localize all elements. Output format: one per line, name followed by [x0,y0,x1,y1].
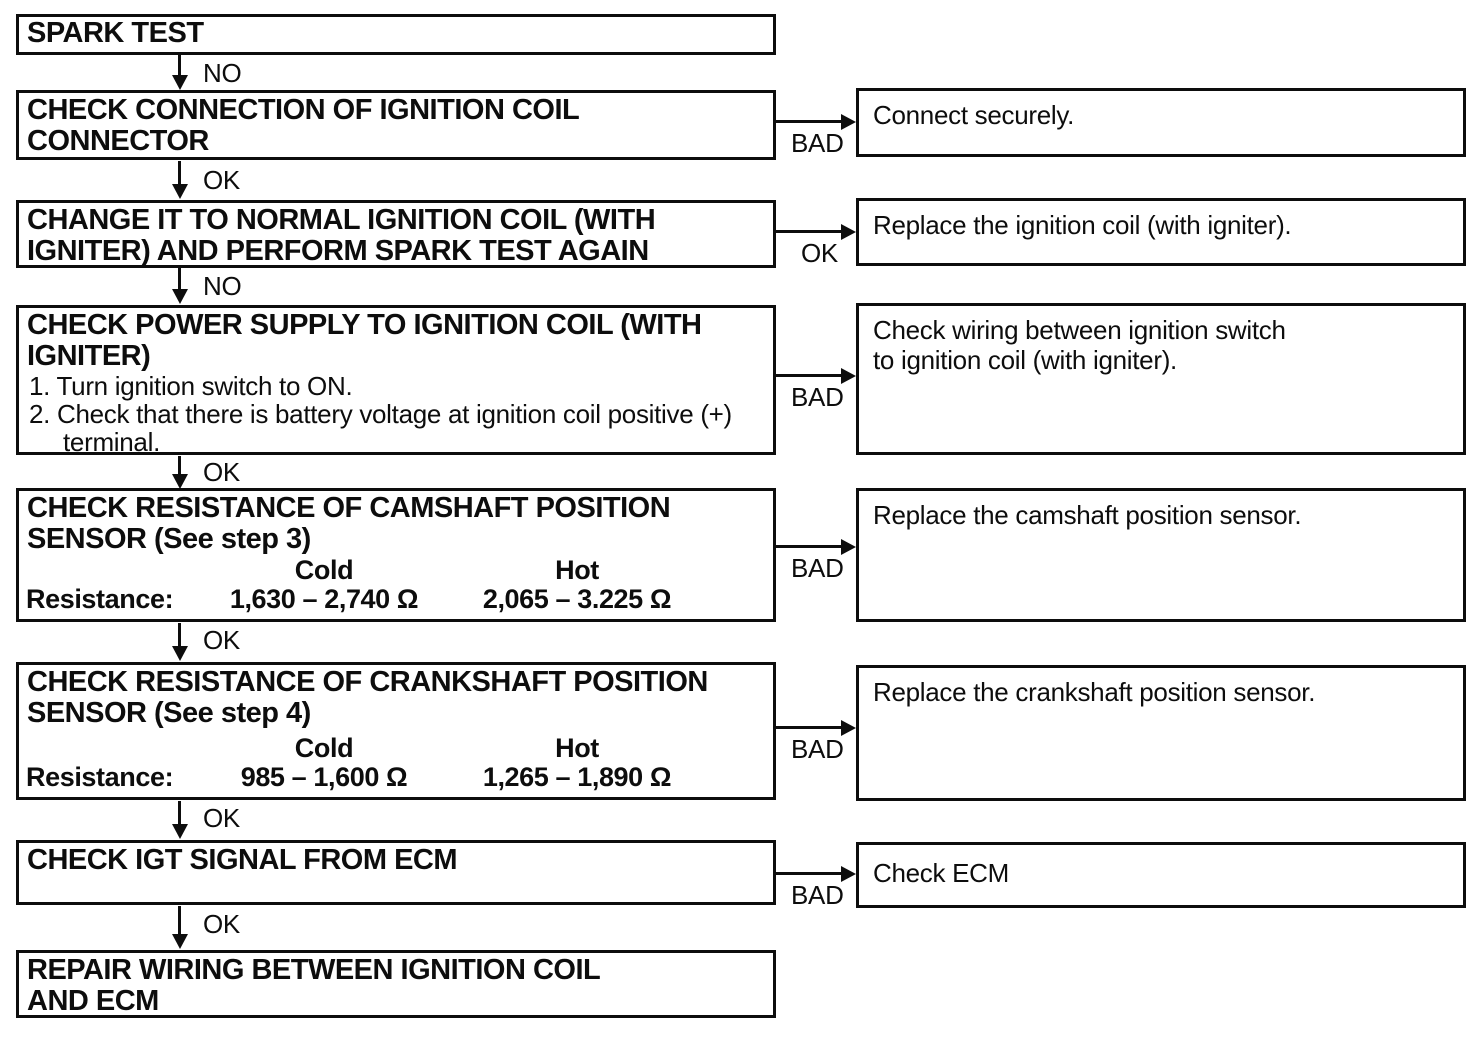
node-title: CHECK RESISTANCE OF CRANKSHAFT POSITION [27,666,708,698]
branch-line [776,120,842,123]
hot-header: Hot [555,555,599,585]
arrow-right-icon [841,224,856,240]
action-text: Replace the ignition coil (with igniter)… [873,210,1292,240]
resistance-label: Resistance: [26,762,174,792]
flow-label-ok: OK [203,165,240,195]
arrow-down-icon [172,934,188,949]
cold-header: Cold [294,733,354,763]
cold-header: Cold [294,555,354,585]
arrow-right-icon [841,114,856,130]
node-title: CHANGE IT TO NORMAL IGNITION COIL (WITH [27,204,656,236]
node-title: SENSOR (See step 3) [27,523,311,555]
node-title: CHECK RESISTANCE OF CAMSHAFT POSITION [27,492,671,524]
step-item-continuation: terminal. [63,427,160,457]
action-check-ecm: Check ECM [856,842,1466,908]
arrow-right-icon [841,866,856,882]
node-repair-wiring: REPAIR WIRING BETWEEN IGNITION COIL AND … [16,950,776,1018]
resistance-label: Resistance: [26,584,174,614]
arrow-right-icon [841,720,856,736]
node-title: REPAIR WIRING BETWEEN IGNITION COIL [27,954,601,986]
arrow-right-icon [841,539,856,555]
flow-label-ok: OK [203,457,240,487]
action-text: Replace the camshaft position sensor. [873,500,1302,530]
arrow-right-icon [841,368,856,384]
flow-label-ok: OK [203,909,240,939]
node-check-connection: CHECK CONNECTION OF IGNITION COIL CONNEC… [16,90,776,160]
branch-line [776,230,842,233]
cold-resistance-value: 985 – 1,600 Ω [240,762,408,792]
action-replace-camshaft-sensor: Replace the camshaft position sensor. [856,488,1466,622]
flow-line-down [178,161,181,186]
node-change-coil: CHANGE IT TO NORMAL IGNITION COIL (WITH … [16,200,776,268]
action-text: Replace the crankshaft position sensor. [873,677,1316,707]
arrow-down-icon [172,184,188,199]
arrow-down-icon [172,646,188,661]
step-item: 2. Check that there is battery voltage a… [29,399,732,429]
node-title: CHECK POWER SUPPLY TO IGNITION COIL (WIT… [27,309,702,341]
action-text: Connect securely. [873,100,1075,130]
branch-label-bad: BAD [791,880,844,910]
node-title: CHECK IGT SIGNAL FROM ECM [27,844,458,876]
flow-label-no: NO [203,58,242,88]
node-spark-test: SPARK TEST [16,14,776,55]
action-replace-ignition-coil: Replace the ignition coil (with igniter)… [856,198,1466,266]
branch-label-bad: BAD [791,128,844,158]
hot-header: Hot [555,733,599,763]
node-title: IGNITER) AND PERFORM SPARK TEST AGAIN [27,235,649,267]
flow-label-ok: OK [203,625,240,655]
arrow-down-icon [172,289,188,304]
branch-line [776,726,842,729]
arrow-down-icon [172,824,188,839]
action-replace-crankshaft-sensor: Replace the crankshaft position sensor. [856,665,1466,801]
node-title: AND ECM [27,985,159,1017]
flow-label-ok: OK [203,803,240,833]
branch-line [776,872,842,875]
flow-line-down [178,801,181,826]
arrow-down-icon [172,75,188,90]
action-text: Check wiring between ignition switch [873,315,1286,345]
node-title: SENSOR (See step 4) [27,697,311,729]
action-text: Check ECM [873,858,1009,888]
hot-resistance-value: 1,265 – 1,890 Ω [482,762,672,792]
cold-resistance-value: 1,630 – 2,740 Ω [229,584,419,614]
flow-line-down [178,623,181,648]
node-title: IGNITER) [27,340,151,372]
node-title: CHECK CONNECTION OF IGNITION COIL [27,94,580,126]
node-camshaft-resistance: CHECK RESISTANCE OF CAMSHAFT POSITION SE… [16,488,776,622]
flow-line-down [178,456,181,475]
flow-line-down [178,268,181,290]
action-check-wiring: Check wiring between ignition switch to … [856,303,1466,455]
flow-line-down [178,55,181,76]
branch-label-bad: BAD [791,553,844,583]
step-item: 1. Turn ignition switch to ON. [29,371,353,401]
flow-line-down [178,906,181,936]
branch-label-bad: BAD [791,382,844,412]
arrow-down-icon [172,474,188,489]
node-check-igt-signal: CHECK IGT SIGNAL FROM ECM [16,840,776,905]
hot-resistance-value: 2,065 – 3.225 Ω [482,584,672,614]
flow-label-no: NO [203,271,242,301]
node-check-power-supply: CHECK POWER SUPPLY TO IGNITION COIL (WIT… [16,305,776,457]
node-crankshaft-resistance: CHECK RESISTANCE OF CRANKSHAFT POSITION … [16,662,776,800]
branch-label-bad: BAD [791,734,844,764]
node-title: CONNECTOR [27,125,209,157]
branch-label-ok: OK [801,238,838,268]
branch-line [776,545,842,548]
node-title: SPARK TEST [27,17,204,49]
action-text: to ignition coil (with igniter). [873,345,1177,375]
branch-line [776,374,842,377]
action-connect-securely: Connect securely. [856,88,1466,157]
